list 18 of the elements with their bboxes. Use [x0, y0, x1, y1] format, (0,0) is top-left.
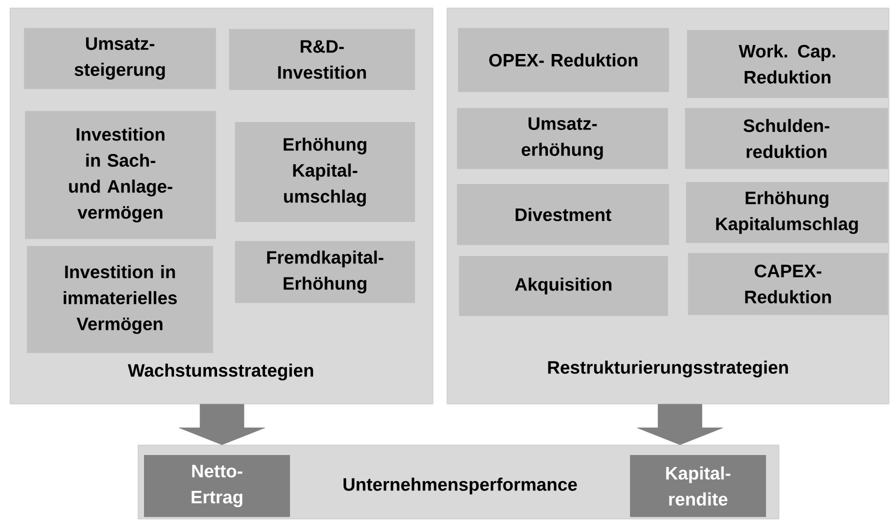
text-box: Investition in Sach- und Anlage- vermögen [25, 111, 216, 239]
text-box: OPEX- Reduktion [458, 28, 669, 92]
text-box: Schulden- reduktion [685, 108, 888, 169]
text-box: Umsatz- erhöhung [457, 108, 668, 169]
text-box: Divestment [457, 184, 669, 245]
text-box: Investition in immaterielles Vermögen [27, 246, 213, 353]
text-box: Fremdkapital- Erhöhung [235, 241, 415, 303]
text-box: Akquisition [459, 256, 668, 316]
block-arrow [636, 404, 724, 445]
text-box: Netto- Ertrag [144, 455, 290, 517]
text-box: Erhöhung Kapitalumschlag [686, 182, 888, 243]
text-box: Umsatz- steigerung [24, 28, 216, 89]
text-box: Erhöhung Kapital- umschlag [235, 122, 415, 222]
block-arrow [178, 404, 266, 445]
text-box: CAPEX- Reduktion [688, 253, 888, 315]
text-box: Kapital- rendite [630, 455, 766, 517]
text-box: Work. Cap. Reduktion [687, 30, 888, 98]
text-box: R&D- Investition [229, 29, 415, 90]
